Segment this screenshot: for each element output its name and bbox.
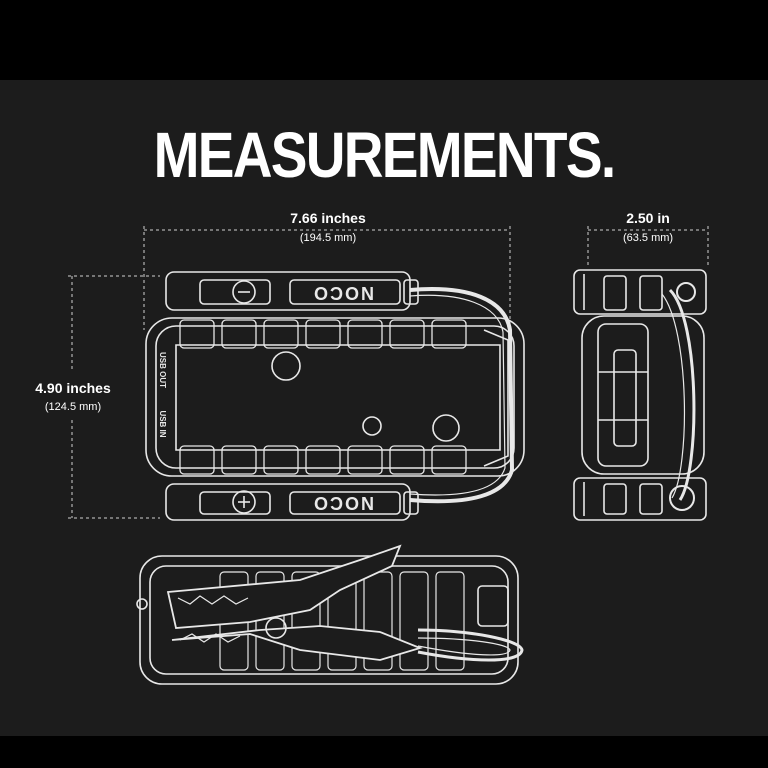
diagram-background: [0, 80, 768, 736]
page-title: MEASUREMENTS.: [153, 119, 617, 191]
width-dimension-line: [143, 226, 511, 330]
height-dimension-line: [68, 275, 160, 519]
depth-dimension-metric: (63.5 mm): [622, 232, 674, 244]
brand-logo-top: NOCO: [312, 283, 374, 303]
front-view: [136, 544, 524, 685]
width-dimension-metric: (194.5 mm): [299, 232, 357, 244]
usb-in-label: USB IN: [158, 410, 167, 437]
depth-dimension-label: 2.50 in: [626, 210, 670, 226]
usb-out-label: USB OUT: [158, 352, 167, 388]
width-dimension-label: 7.66 inches: [290, 210, 366, 226]
height-dimension-label: 4.90 inches: [35, 380, 111, 396]
depth-dimension-line: [587, 226, 709, 268]
top-view: [145, 271, 525, 521]
brand-logo-bottom: NOCO: [312, 493, 374, 513]
side-view: [573, 269, 707, 521]
height-dimension-metric: (124.5 mm): [44, 401, 102, 413]
